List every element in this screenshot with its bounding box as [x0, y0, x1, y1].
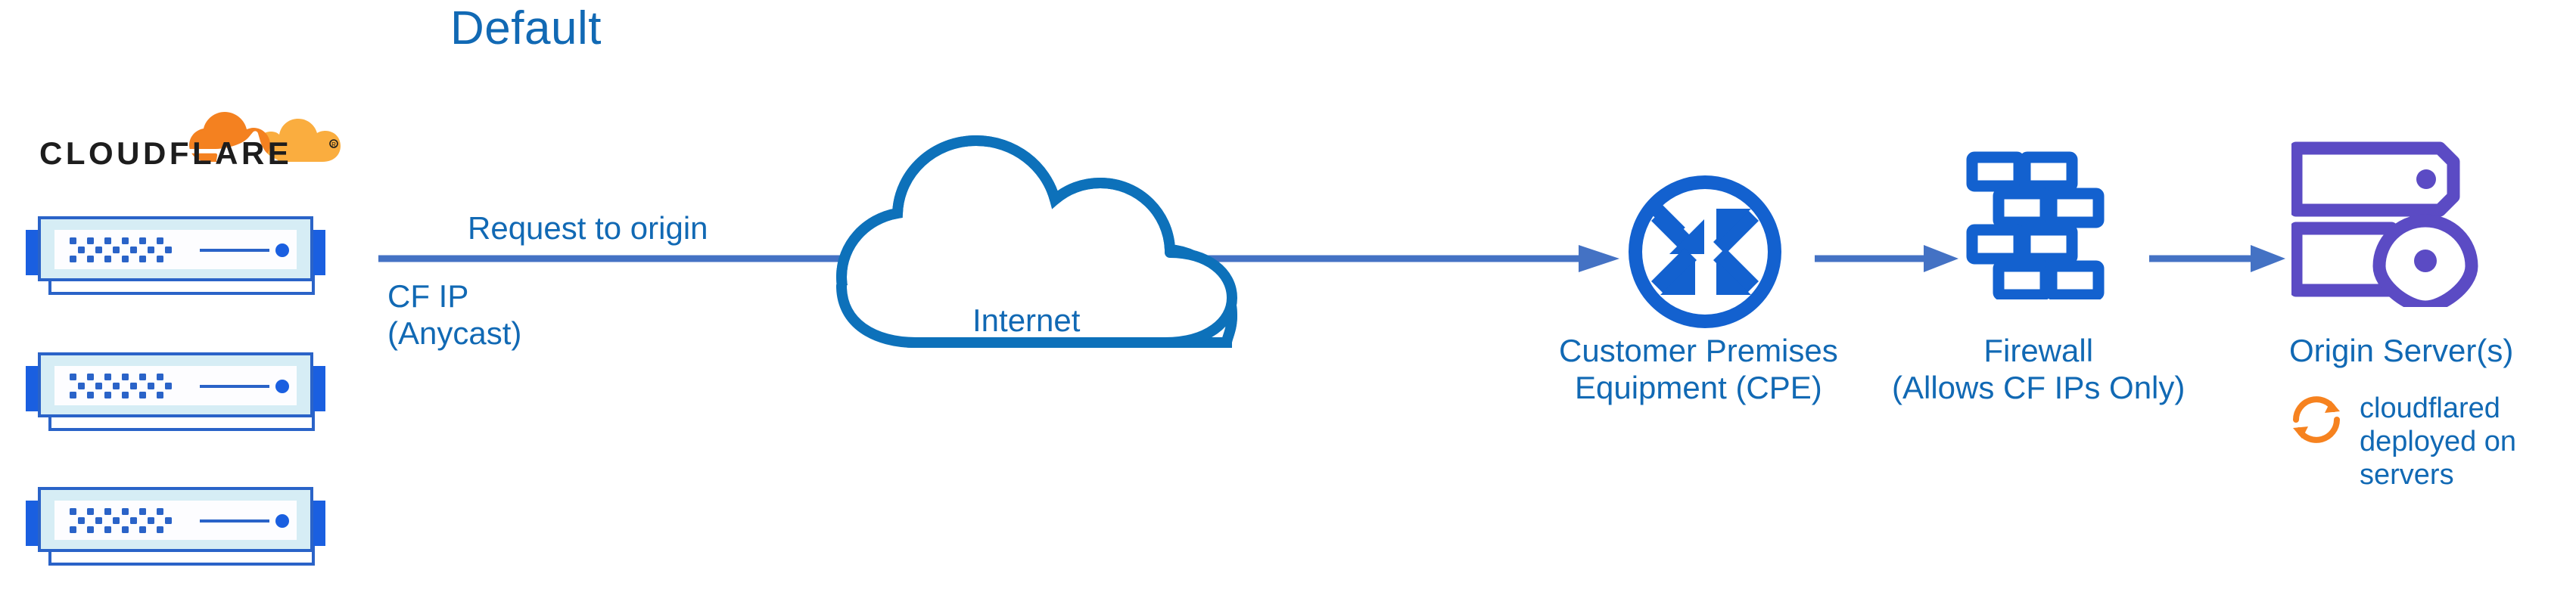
server-faceplate [54, 366, 297, 405]
cloudflare-cloud-logo [189, 112, 341, 165]
server-body [38, 352, 313, 417]
firewall-label: Firewall (Allows CF IPs Only) [1892, 333, 2185, 406]
cf-ip-line-1: CF IP [387, 278, 469, 314]
svg-text:CLOUDFLARE: CLOUDFLARE [39, 136, 292, 171]
cpe-label-line-1: Customer Premises [1559, 333, 1838, 368]
server-body [38, 487, 313, 552]
cf-ip-line-2: (Anycast) [387, 315, 522, 351]
connector-firewall-to-origin [2149, 245, 2285, 272]
svg-text:R: R [331, 141, 336, 148]
firewall-label-line-2: (Allows CF IPs Only) [1892, 369, 2186, 405]
server-vent-dots [70, 237, 172, 263]
server-faceplate [54, 230, 297, 269]
cf-ip-anycast-label: CF IP (Anycast) [387, 278, 521, 352]
cloudflare-wordmark: CLOUDFLARE R [39, 135, 342, 171]
server-faceplate [54, 501, 297, 540]
server-rack-2 [17, 349, 334, 434]
page-title: Default [450, 2, 602, 54]
internet-label: Internet [972, 302, 1081, 338]
server-vent-dots [70, 508, 172, 534]
server-led [275, 514, 289, 528]
origin-server-label: Origin Server(s) [2289, 333, 2514, 368]
server-status-line [200, 385, 269, 388]
connector-cpe-to-firewall [1815, 245, 1958, 272]
server-location-pin-icon [2289, 138, 2481, 314]
server-rack-3 [17, 484, 334, 569]
server-led [275, 243, 289, 257]
server-status-line [200, 519, 269, 523]
server-vent-dots [70, 374, 172, 399]
request-to-origin-label: Request to origin [468, 210, 708, 246]
server-status-line [200, 249, 269, 252]
cpe-label-line-2: Equipment (CPE) [1574, 369, 1822, 405]
cloudflared-note: cloudflared deployed on servers [2360, 392, 2516, 492]
router-arrows-circle-icon [1626, 172, 1784, 331]
cloudflared-line-3: servers [2360, 459, 2454, 492]
sync-arrows-icon [2287, 390, 2346, 449]
cpe-label: Customer Premises Equipment (CPE) [1559, 333, 1838, 406]
firewall-label-line-1: Firewall [1983, 333, 2094, 368]
server-led [275, 380, 289, 393]
cloudflared-line-2: deployed on [2360, 426, 2517, 458]
brick-wall-icon [1966, 151, 2117, 301]
cloudflared-line-1: cloudflared [2360, 392, 2500, 424]
server-body [38, 216, 313, 281]
server-rack-1 [17, 213, 334, 298]
cloud-icon [832, 112, 1286, 354]
